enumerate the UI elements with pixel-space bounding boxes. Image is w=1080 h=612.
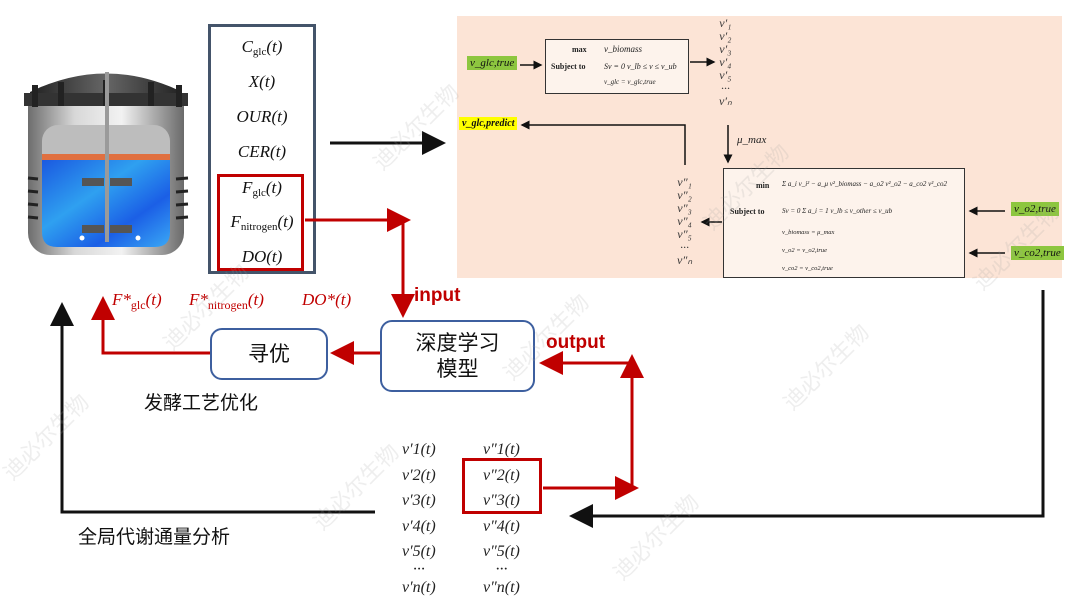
model-label-line2: 模型 [436, 357, 479, 381]
step2-subject-keyword: Subject to [730, 207, 765, 216]
step1-objective: v_biomass [604, 44, 642, 54]
fermentation-optimization-label: 发酵工艺优化 [144, 392, 259, 414]
arrow-flux-to-model-output [539, 351, 634, 490]
var-our: OUR(t) [236, 107, 288, 126]
tag-v-glc-true: v_glc,true [467, 56, 518, 70]
flux-prime-timeseries: v′1(t)v′2(t) v′3(t)v′4(t) v′5(t)··· v′n(… [402, 441, 436, 596]
step2-constraint-4: v_co2 = v_co2,true [782, 265, 833, 272]
arrow-flux-to-reactor [50, 302, 375, 514]
arrow-fba-to-flux-table [569, 290, 1045, 528]
tag-v-o2-true: v_o2,true [1011, 202, 1059, 216]
step2-objective: Σ a_i v_i² − a_μ v²_biomass − a_o2 v²_o2… [782, 180, 947, 188]
step1-constraint-2: v_glc = v_glc,true [604, 78, 656, 86]
optimize-label: 寻优 [248, 342, 290, 366]
fba-panel: v_glc,true v_glc,predict v_o2,true v_co2… [457, 16, 1064, 278]
bioreactor-illustration [10, 50, 200, 260]
var-cer: CER(t) [237, 142, 287, 161]
var-x: X(t) [248, 72, 276, 91]
step1-objective-keyword: max [572, 45, 587, 54]
optimal-f-glc: F*glc(t) [112, 290, 162, 312]
output-label: output [546, 332, 606, 353]
deep-learning-model-box[interactable]: 深度学习模型 [380, 320, 535, 392]
var-f-glc: Fglc(t) [242, 178, 282, 199]
model-label-line1: 深度学习 [415, 331, 500, 355]
tag-v-co2-true: v_co2,true [1011, 246, 1064, 260]
arrow-to-glc-predict [520, 120, 686, 165]
step2-constraint-3: v_o2 = v_o2,true [782, 247, 828, 254]
selected-flux-highlight [462, 458, 542, 514]
flux-dprime-timeseries: v″1(t)v″2(t) v″3(t)v″4(t) v″5(t)··· v″n(… [483, 441, 520, 596]
optimize-box[interactable]: 寻优 [210, 328, 328, 380]
var-f-nitrogen: Fnitrogen(t) [230, 212, 294, 233]
var-do: DO(t) [241, 247, 283, 266]
step1-subject-keyword: Subject to [551, 62, 586, 71]
var-c-glc: Cglc(t) [241, 37, 283, 58]
optimal-do: DO*(t) [302, 290, 352, 309]
step2-constraint-1: Sv = 0 Σ a_i = 1 v_lb ≤ v_other ≤ v_ub [782, 207, 893, 215]
step2-constraint-2: v_biomass = μ_max [782, 229, 835, 236]
step1-constraint-1: Sv = 0 v_lb ≤ v ≤ v_ub [604, 62, 677, 71]
optimal-f-nitrogen: F*nitrogen(t) [189, 290, 264, 312]
input-label: input [414, 285, 461, 306]
arrow-optimize-to-reactor [91, 296, 210, 355]
fba-step1-box: max v_biomass Subject to Sv = 0 v_lb ≤ v… [545, 39, 689, 94]
tag-v-glc-predict: v_glc,predict [459, 117, 518, 130]
step2-objective-keyword: min [756, 181, 770, 190]
fba-step2-box: min Σ a_i v_i² − a_μ v²_biomass − a_o2 v… [723, 168, 965, 278]
global-flux-analysis-label: 全局代谢通量分析 [78, 526, 231, 548]
bioreactor-icon [24, 72, 189, 255]
process-variables-box: Cglc(t) X(t) OUR(t) CER(t) Fglc(t) Fnitr… [208, 24, 316, 274]
mu-max-label: μ_max [737, 134, 767, 146]
control-variables-highlight [217, 174, 304, 271]
